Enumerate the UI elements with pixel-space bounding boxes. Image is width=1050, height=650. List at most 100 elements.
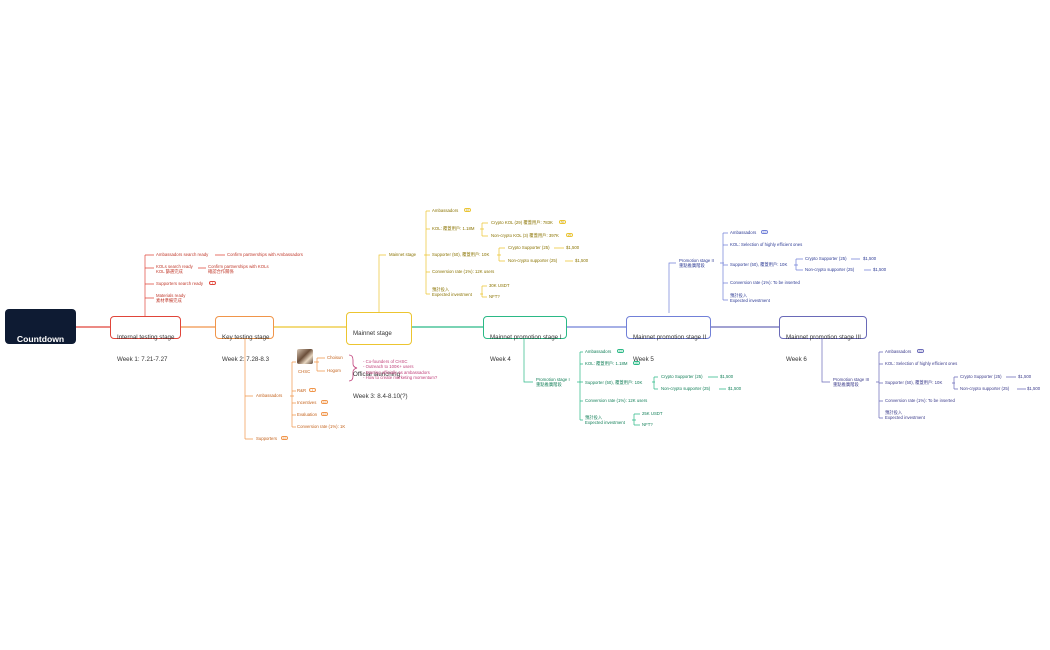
internal-branches [144,254,225,316]
stage-key-title: Key testing stage [222,334,270,342]
stage-promo1-title: Mainnet promotion stage I [490,334,562,342]
promo3-crypto-supporter[interactable]: Crypto Supporter (25) [960,374,1002,379]
mainnet-noncrypto-kol-badge: 25 [566,233,573,238]
stage-promo2[interactable]: Mainnet promotion stage II Week 5 [626,316,711,363]
stage-promo3[interactable]: Mainnet promotion stage III Week 6 [779,316,867,363]
promo1-noncrypto-supporter-amount: $1,500 [728,386,742,391]
promo2-crypto-supporter-amount: $1,500 [863,256,877,261]
key-supporters[interactable]: Supporters [256,436,278,441]
mainnet-crypto-supporter-amount: $1,500 [566,245,580,250]
stage-promo3-week: Week 6 [786,356,807,364]
internal-kols-ready[interactable]: KOLs search ready KOL 篩選完成 [156,264,193,275]
stage-mainnet-blank [353,352,405,357]
promo1-kol[interactable]: KOL: 覆蓋用戶: 1.18M [585,361,628,366]
stage-internal[interactable]: Internal testing stage Week 1: 7.21-7.27 [110,316,181,363]
mainnet-ambassadors-badge: 10 [464,208,471,213]
promo1-crypto-supporter[interactable]: Crypto Supporter (25) [661,374,703,379]
promo1-noncrypto-supporter[interactable]: Non-crypto supporter (25) [661,386,711,391]
mainnet-crypto-kol-badge: 50 [559,220,566,225]
mainnet-noncrypto-supporter-amount: $1,500 [575,258,589,263]
key-chsc-notes: - Co-founders of CHSC - Outreach to 100K… [363,359,438,381]
mainnet-noncrypto-supporter[interactable]: Non-crypto supporter (25) [508,258,558,263]
key-evaluation[interactable]: Evaluation [297,412,318,417]
stage-promo3-title: Mainnet promotion stage III [786,334,861,342]
mainnet-invest[interactable]: 預計投入 Expected investment [432,287,472,298]
promo1-ambassadors-badge: 10 [617,349,624,354]
key-incentives[interactable]: Incentives [297,400,317,405]
mainnet-ambassadors[interactable]: Ambassadors [432,208,459,213]
promo3-supporter[interactable]: Supporter (50), 覆蓋用戶: 10K [885,380,943,385]
promo1-conversion[interactable]: Conversion rate (1%): 12K users [585,398,648,403]
key-branches [244,338,325,440]
promo2-label[interactable]: Promotion stage II 重點推廣階段 [679,258,714,269]
mainnet-crypto-supporter[interactable]: Crypto Supporter (25) [508,245,550,250]
stage-promo1-week: Week 4 [490,356,511,364]
key-ambassadors[interactable]: Ambassadors [256,393,283,398]
promo2-branches [668,232,871,313]
promo1-kol-badge: 30 [633,361,640,366]
mainnet-crypto-kol[interactable]: Crypto KOL (29) 覆蓋用戶: 783K [491,220,553,225]
promo2-supporter[interactable]: Supporter (50), 覆蓋用戶: 10K [730,262,788,267]
promo2-crypto-supporter[interactable]: Crypto Supporter (25) [805,256,847,261]
root-subtitle: 倒數計時 [23,367,58,377]
promo1-invest[interactable]: 預計投入 Expected investment [585,415,625,426]
key-supporters-badge: 10 [281,436,288,441]
promo3-ambassadors-badge: 10 [917,349,924,354]
promo3-conversion[interactable]: Conversion rate (1%): To be inserted [885,398,955,403]
promo3-noncrypto-supporter-amount: $1,500 [1027,386,1041,391]
promo1-supporter[interactable]: Supporter (50), 覆蓋用戶: 10K [585,380,643,385]
promo2-conversion[interactable]: Conversion rate (1%): To be inserted [730,280,800,285]
stage-mainnet-launch: Official launching [353,371,401,379]
mainnet-conversion[interactable]: Conversion rate (1%): 12K users [432,269,495,274]
key-hogom[interactable]: Hogom [327,368,341,373]
promo3-ambassadors[interactable]: Ambassadors [885,349,912,354]
key-incentives-badge: 10 [321,400,328,405]
promo2-kol[interactable]: KOL: Selection of highly efficient ones [730,242,803,247]
stage-promo1[interactable]: Mainnet promotion stage I Week 4 [483,316,567,363]
stage-internal-title: Internal testing stage [117,334,175,342]
promo1-ambassadors[interactable]: Ambassadors [585,349,612,354]
stage-promo2-title: Mainnet promotion stage II [633,334,707,342]
internal-supporters-ready[interactable]: Supporters search ready [156,281,204,286]
mainnet-label[interactable]: Mainnet stage [389,252,416,257]
key-rnr[interactable]: R&R [297,388,307,393]
root-node[interactable]: Countdown 倒數計時 [5,309,76,377]
stage-key-week: Week 2: 7.28-8.3 [222,356,270,364]
stage-key[interactable]: Key testing stage Week 2: 7.28-8.3 [215,316,274,363]
promo3-label[interactable]: Promotion stage III 重點推廣階段 [833,377,870,388]
root-title: Countdown [16,334,65,344]
key-rnr-badge: 2 [309,388,316,393]
internal-ambassadors-ready[interactable]: Ambassadors search ready [156,252,209,257]
promo1-label[interactable]: Promotion stage I 重點推廣階段 [536,377,570,388]
mainnet-usdt: 30K USDT [489,283,510,288]
promo2-ambassadors[interactable]: Ambassadors [730,230,757,235]
promo1-nft: NFT? [642,422,653,427]
internal-confirm-ambassadors[interactable]: Confirm partnerships with Ambassadors [227,252,303,257]
chsc-avatar [297,349,313,364]
promo3-branches [821,338,1026,419]
promo1-usdt: 25K USDT [642,411,663,416]
internal-materials-ready[interactable]: Materials ready 素材準備完成 [156,293,186,304]
promo1-branches [523,338,726,426]
mainnet-supporter[interactable]: Supporter (50), 覆蓋用戶: 10K [432,252,490,257]
mainnet-branches [378,210,573,313]
promo2-noncrypto-supporter-amount: $1,500 [873,267,887,272]
promo3-kol[interactable]: KOL: Selection of highly efficient ones [885,361,958,366]
notes-brace [348,354,358,382]
mainnet-kol[interactable]: KOL: 覆蓋用戶: 1.18M [432,226,475,231]
promo3-noncrypto-supporter[interactable]: Non-crypto supporter (25) [960,386,1010,391]
promo2-invest[interactable]: 預計投入 Expected investment [730,293,770,304]
key-choisun[interactable]: Choisun [327,355,343,360]
key-evaluation-badge: 10 [321,412,328,417]
key-conversion[interactable]: Conversion rate (1%): 1K [297,424,346,429]
internal-confirm-kols[interactable]: Confirm partnerships with KOLs 確認合作關係 [208,264,269,275]
promo2-noncrypto-supporter[interactable]: Non-crypto supporter (25) [805,267,855,272]
promo3-crypto-supporter-amount: $1,500 [1018,374,1032,379]
key-chsc[interactable]: CHSC [298,369,311,374]
promo1-crypto-supporter-amount: $1,500 [720,374,734,379]
promo3-invest[interactable]: 預計投入 Expected investment [885,410,925,421]
stage-mainnet[interactable]: Mainnet stage Official launching Week 3:… [346,312,412,400]
mainnet-noncrypto-kol[interactable]: Non-crypto KOL (3) 覆蓋用戶: 397K [491,233,559,238]
internal-supporters-badge: 1 [209,281,216,286]
